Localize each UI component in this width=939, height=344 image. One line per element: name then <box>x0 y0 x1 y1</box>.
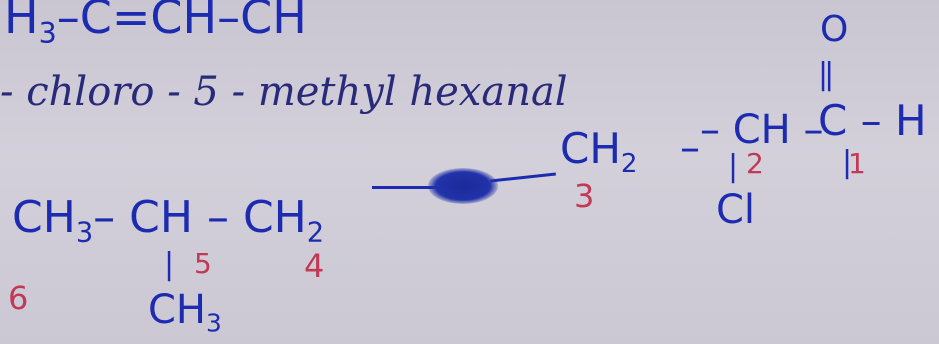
number-3: 3 <box>574 177 595 215</box>
number-6: 6 <box>8 279 29 317</box>
double-bond: || <box>818 57 834 92</box>
ch2-right-sub: 2 <box>620 149 638 180</box>
bond-line-right <box>490 172 556 183</box>
oxygen-atom: O <box>820 9 849 50</box>
chlorine-atom: Cl <box>716 187 756 233</box>
chain-left: CH3– CH – CH2 <box>12 196 324 247</box>
number-4: 4 <box>304 247 325 285</box>
top-formula-rest: –C=CH–CH <box>56 0 307 44</box>
bond-dash-right: – <box>680 125 700 171</box>
cl-bar: | <box>728 149 739 184</box>
compound-name: - chloro - 5 - methyl hexanal <box>0 69 568 115</box>
chain-mid-sub: 2 <box>306 217 325 249</box>
number-1: 1 <box>848 147 866 180</box>
top-formula-sub: 3 <box>38 16 57 50</box>
top-formula: H3–C=CH–CH <box>4 0 307 48</box>
top-formula-h: H <box>4 0 39 44</box>
number-5: 5 <box>194 247 212 280</box>
carbon-2: – CH – <box>700 107 824 153</box>
branch-ch3: CH3 <box>148 290 222 336</box>
scribble-mark <box>428 168 498 204</box>
bond-line-left <box>372 186 452 189</box>
ch3-sub: 3 <box>75 217 94 249</box>
chain-mid-label: – CH – CH <box>93 192 307 243</box>
ch2-right-label: CH <box>560 124 621 173</box>
branch-ch3-label: CH <box>148 287 207 333</box>
carbon-3-ch2: CH2 <box>560 128 638 180</box>
branch-bar: | <box>164 247 175 282</box>
branch-ch3-sub: 3 <box>206 308 222 338</box>
carbonyl-group: C – H <box>818 96 927 145</box>
carbonyl-bar: | <box>842 145 853 180</box>
ch3-label: CH <box>12 192 76 243</box>
number-2: 2 <box>746 147 764 180</box>
